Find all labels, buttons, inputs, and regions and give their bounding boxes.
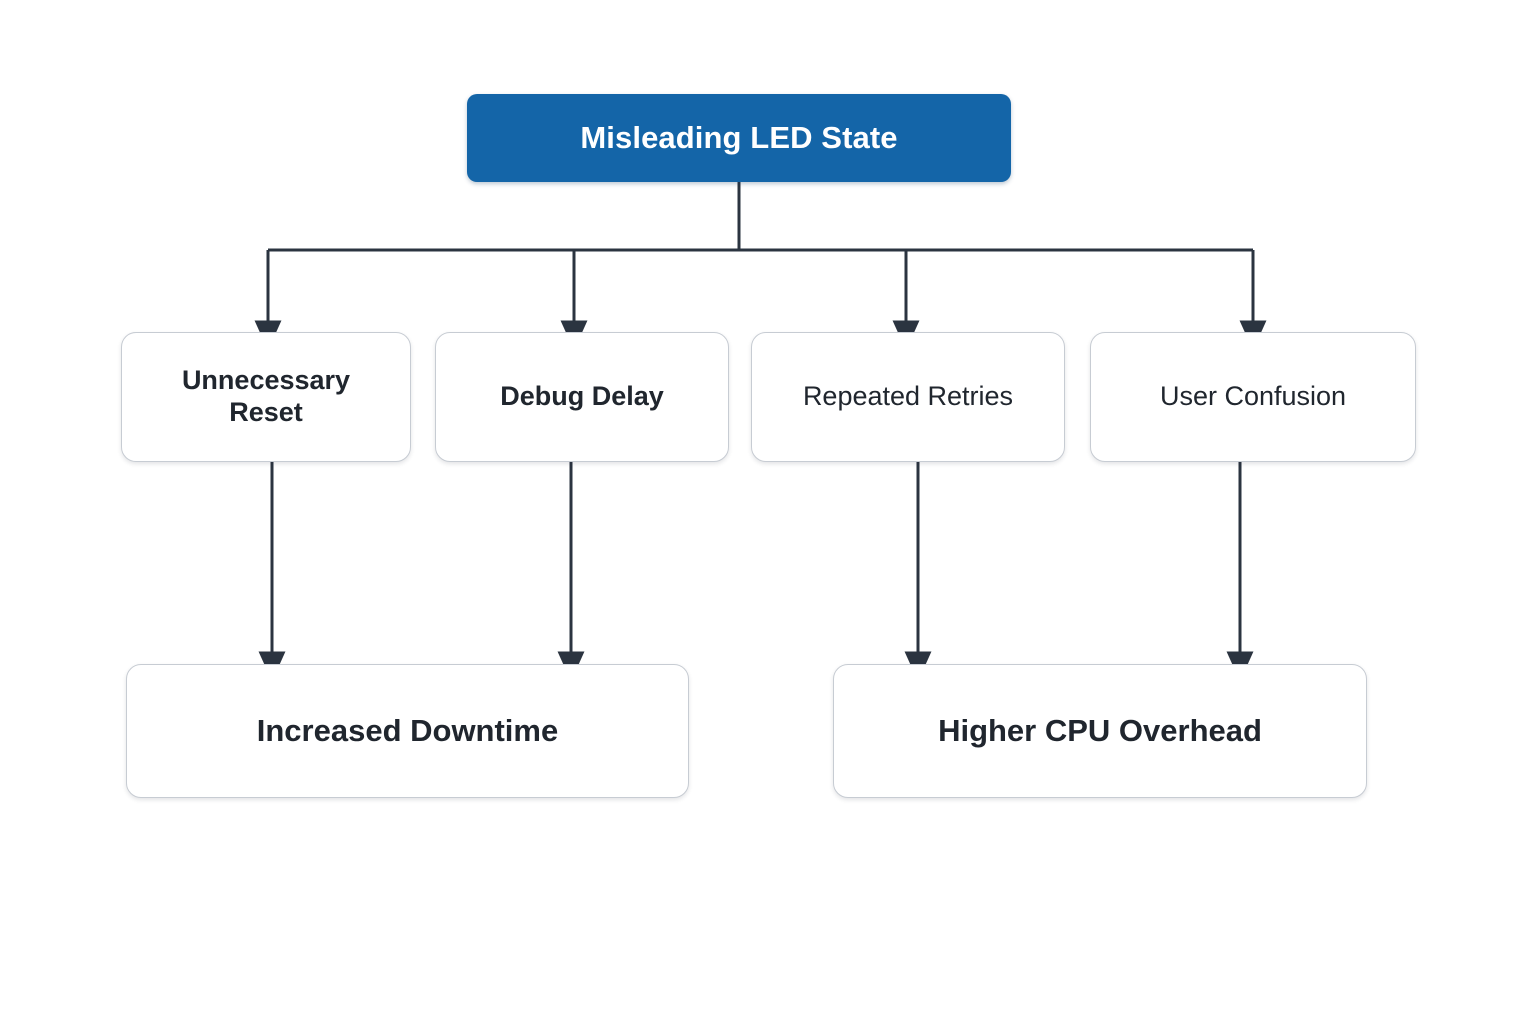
node-debug-delay[interactable]: Debug Delay bbox=[435, 332, 729, 462]
node-increased-downtime[interactable]: Increased Downtime bbox=[126, 664, 689, 798]
node-label: Debug Delay bbox=[500, 381, 664, 412]
node-label: User Confusion bbox=[1159, 381, 1347, 412]
node-label: Unnecessary Reset bbox=[181, 365, 351, 427]
node-label: Repeated Retries bbox=[802, 381, 1014, 412]
node-label: Misleading LED State bbox=[580, 119, 898, 155]
node-higher-cpu-overhead[interactable]: Higher CPU Overhead bbox=[833, 664, 1367, 798]
node-user-confusion[interactable]: User Confusion bbox=[1090, 332, 1416, 462]
node-unnecessary-reset[interactable]: Unnecessary Reset bbox=[121, 332, 411, 462]
node-repeated-retries[interactable]: Repeated Retries bbox=[751, 332, 1065, 462]
node-misleading-led-state[interactable]: Misleading LED State bbox=[467, 94, 1011, 182]
node-label: Increased Downtime bbox=[256, 712, 559, 748]
node-label: Higher CPU Overhead bbox=[938, 712, 1262, 748]
